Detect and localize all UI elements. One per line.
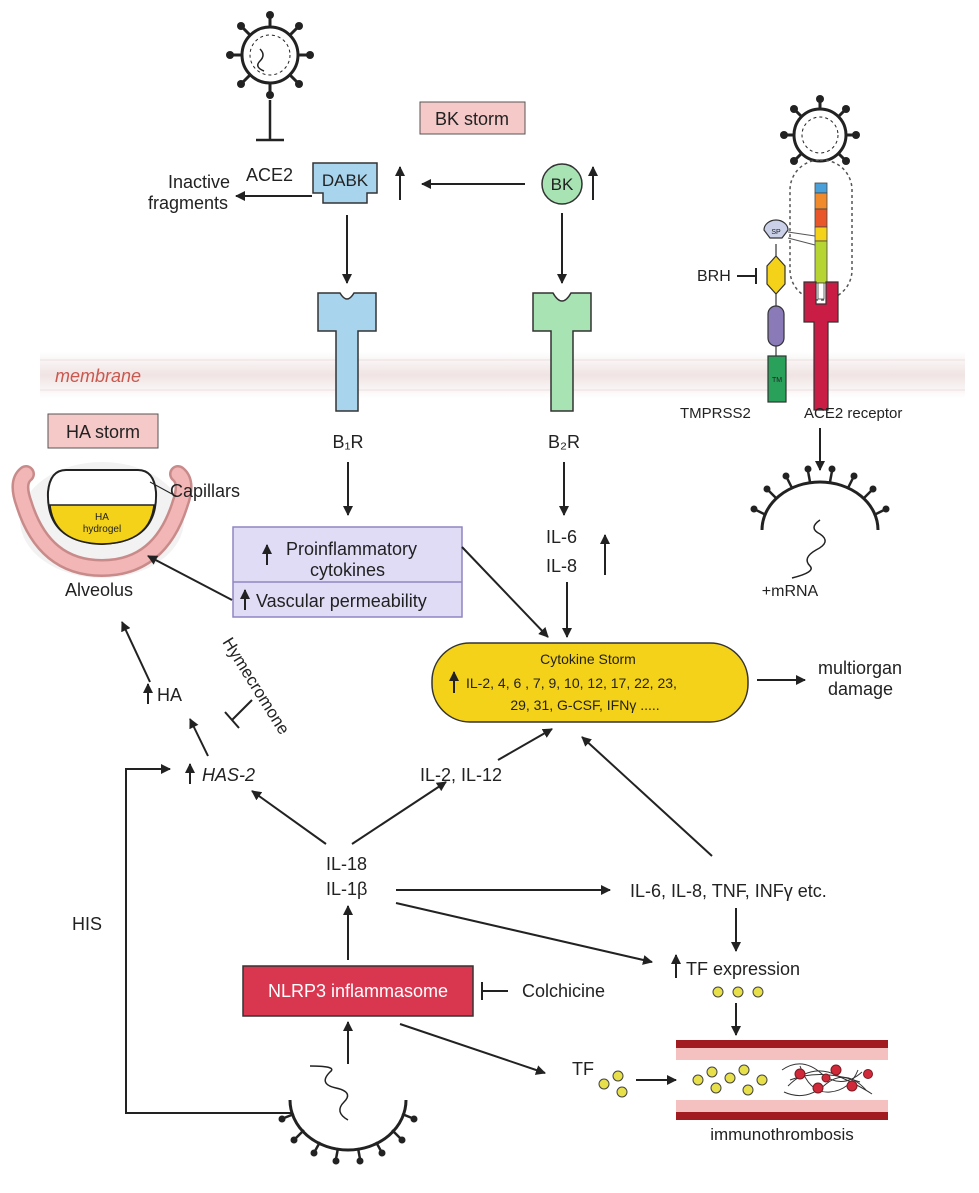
bk-storm-box [419,101,526,135]
virus-bottom-icon [278,1065,418,1165]
tmprss2-tm-domain: TM [772,377,782,384]
his-pathway-line [125,764,292,1114]
il6-label: IL-6 [546,527,577,547]
tmprss2-label: TMPRSS2 [680,405,751,422]
multiorgan-line2: damage [828,679,893,699]
il8-label: IL-8 [546,556,577,576]
cytokine-storm-box [431,642,749,723]
cytokine-storm-title: Cytokine Storm [540,651,636,667]
nlrp3-to-tf-arrow [399,1023,546,1075]
proinflammatory-line2: cytokines [310,560,385,580]
alveolus-label: Alveolus [65,580,133,600]
his-label: HIS [72,914,102,934]
dabk-label: DABK [322,171,369,190]
cytokines-permeability-box [232,526,463,618]
hymecromone-label: Hymecromone [219,634,294,738]
il2-to-storm-arrow [497,728,553,761]
tmprss2-sp-domain: SP [771,229,781,236]
ha-to-alveolus-arrow [121,621,151,683]
virus-top-icon [226,11,314,99]
ha-hydrogel-label-1: HA [95,512,109,523]
tf-particles-top [712,986,764,998]
il6-il8-tnf-label: IL-6, IL-8, TNF, INFγ etc. [630,881,827,901]
b1r-label: B₁R [332,432,363,452]
b1r-receptor [317,292,377,412]
il2-il12-label: IL-2, IL-12 [420,765,502,785]
box-to-alveolus-arrow [147,555,233,601]
dabk-molecule [312,162,378,204]
spike-envelope [789,159,853,301]
virus-right-icon [780,95,860,165]
ace2-receptor-label: ACE2 receptor [804,405,902,422]
il1b-to-tf-arrow [395,902,653,965]
b2r-receptor [532,292,592,412]
cytokine-storm-line1: IL-2, 4, 6 , 7, 9, 10, 12, 17, 22, 23, [466,675,677,691]
cytokines-to-storm-arrow [461,546,549,638]
il1b-label: IL-1β [326,879,367,899]
blood-vessel [676,1040,888,1120]
il6tnf-to-storm-arrow [581,736,713,857]
cytokine-storm-line2: 29, 31, G-CSF, IFNγ ..... [510,697,659,713]
spike-protein [814,182,828,300]
bk-label: BK [551,175,574,194]
tf-expression-label: TF expression [686,959,800,979]
proinflammatory-line1: Proinflammatory [286,539,417,559]
colchicine-label: Colchicine [522,981,605,1001]
virus-inhibits-ace2 [256,100,284,142]
brh-label: BRH [697,268,731,285]
tf-particles-left [598,1070,628,1098]
b2r-label: B₂R [548,432,580,452]
tf-label: TF [572,1059,594,1079]
colchicine-inhibition [481,982,508,1000]
vascular-permeability-label: Vascular permeability [256,591,427,611]
il18-to-has2-arrow [251,790,327,845]
fibrin-clot-icon [781,1063,873,1097]
capillars-label: Capillars [170,481,240,501]
multiorgan-line1: multiorgan [818,658,902,678]
immunothrombosis-label: immunothrombosis [710,1125,854,1144]
hymecromone-inhibition [224,699,253,729]
tf-particles-vessel [692,1064,768,1096]
ace2-receptor [803,281,839,411]
bk-molecule [541,163,583,205]
cell-membrane [40,352,965,398]
mrna-label: +mRNA [762,583,819,600]
ha-storm-box [47,413,159,449]
tmprss2-protease [763,219,816,403]
has2-label: HAS-2 [202,765,255,785]
brh-inhibits-tmprss2 [737,268,757,284]
nlrp3-label: NLRP3 inflammasome [268,981,448,1001]
ha-hydrogel-label-2: hydrogel [83,524,121,535]
il18-label: IL-18 [326,854,367,874]
ace2-label: ACE2 [246,165,293,185]
ha-storm-label: HA storm [66,422,140,442]
bk-storm-label: BK storm [435,109,509,129]
inactive-fragments-line2: fragments [148,193,228,213]
nlrp3-box [242,965,474,1017]
il18-to-il2-arrow [351,781,447,845]
inactive-fragments-line1: Inactive [168,172,230,192]
ha-label: HA [157,685,182,705]
membrane-label: membrane [55,366,141,386]
has2-to-ha-arrow [189,718,209,757]
alveolus-icon [11,462,193,578]
mrna-release-icon [750,465,890,579]
